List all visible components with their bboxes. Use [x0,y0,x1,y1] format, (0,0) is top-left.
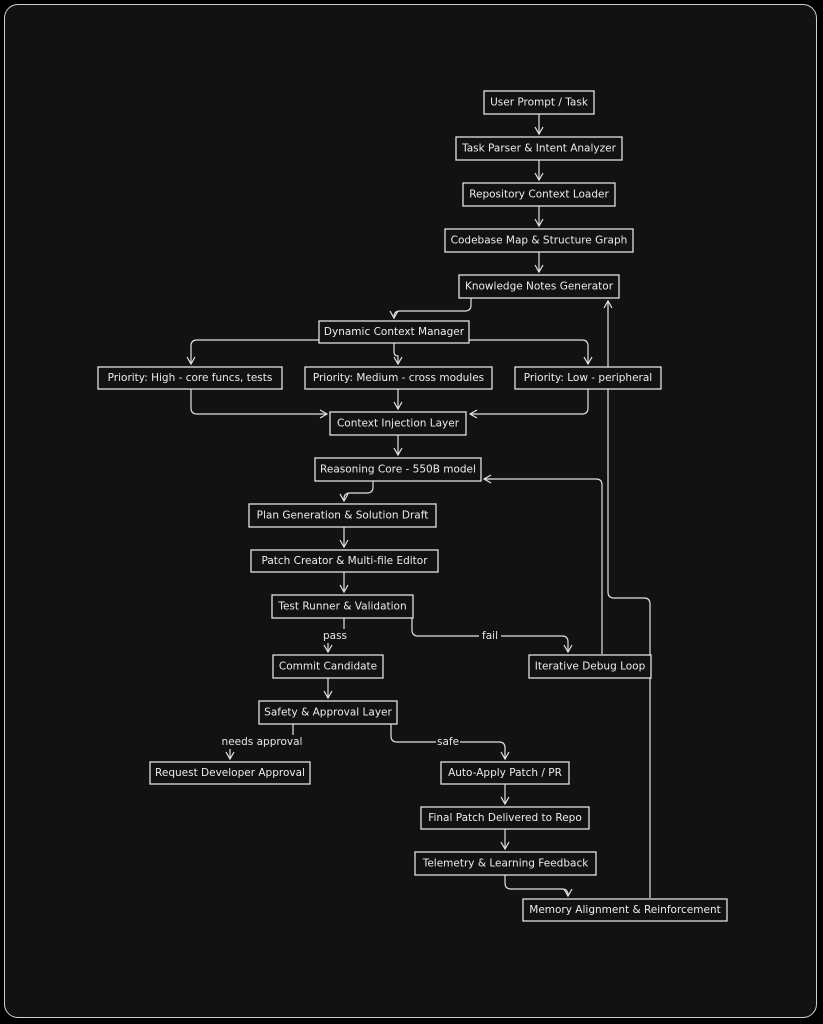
svg-text:Commit Candidate: Commit Candidate [279,661,377,673]
svg-text:Task Parser & Intent Analyzer: Task Parser & Intent Analyzer [461,143,617,155]
svg-text:fail: fail [482,630,498,642]
edge-memory-to-notes [603,299,651,898]
node-telemetry[interactable]: Telemetry & Learning Feedback [414,851,597,876]
svg-text:Priority: Medium - cross modul: Priority: Medium - cross modules [313,372,484,384]
node-safety-approval[interactable]: Safety & Approval Layer [258,700,398,725]
svg-text:Plan Generation & Solution Dra: Plan Generation & Solution Draft [257,510,429,522]
svg-text:pass: pass [323,630,347,642]
edge-label-needs-approval: needs approval [222,735,303,749]
node-task-parser[interactable]: Task Parser & Intent Analyzer [455,136,623,161]
node-patch-creator[interactable]: Patch Creator & Multi-file Editor [250,549,439,573]
svg-text:Dynamic Context Manager: Dynamic Context Manager [324,326,465,338]
nodes: User Prompt / Task Task Parser & Intent … [97,90,728,922]
svg-text:needs approval: needs approval [222,736,303,748]
svg-text:User Prompt / Task: User Prompt / Task [490,97,589,109]
node-memory-alignment[interactable]: Memory Alignment & Reinforcement [522,898,728,922]
edges [186,114,651,898]
svg-text:Safety & Approval Layer: Safety & Approval Layer [264,707,392,719]
svg-text:Repository Context Loader: Repository Context Loader [469,189,609,201]
svg-text:Telemetry & Learning Feedback: Telemetry & Learning Feedback [422,858,590,870]
svg-text:Priority: Low - peripheral: Priority: Low - peripheral [524,372,652,384]
svg-text:Codebase Map & Structure Graph: Codebase Map & Structure Graph [451,235,628,247]
edge-label-safe: safe [436,735,460,749]
node-context-injection[interactable]: Context Injection Layer [329,411,467,436]
svg-text:Request Developer Approval: Request Developer Approval [155,767,305,779]
node-final-patch[interactable]: Final Patch Delivered to Repo [420,806,590,830]
node-codebase-map[interactable]: Codebase Map & Structure Graph [444,228,634,253]
svg-text:Knowledge Notes Generator: Knowledge Notes Generator [465,281,614,293]
svg-text:Memory Alignment & Reinforceme: Memory Alignment & Reinforcement [529,904,720,916]
node-request-approval[interactable]: Request Developer Approval [149,761,311,785]
node-priority-medium[interactable]: Priority: Medium - cross modules [304,366,493,390]
edge-debug-to-reasoning [482,474,603,654]
edge-low-to-injection [468,389,589,419]
node-priority-low[interactable]: Priority: Low - peripheral [514,366,662,390]
node-iterative-debug[interactable]: Iterative Debug Loop [528,654,652,679]
node-test-runner[interactable]: Test Runner & Validation [271,594,414,619]
node-repo-loader[interactable]: Repository Context Loader [462,182,616,207]
edge-label-fail: fail [479,629,501,643]
svg-text:Context Injection Layer: Context Injection Layer [337,418,460,430]
node-reasoning-core[interactable]: Reasoning Core - 550B model [314,457,482,482]
node-priority-high[interactable]: Priority: High - core funcs, tests [97,366,283,390]
edge-notes-to-dynamic [389,298,472,320]
node-commit-candidate[interactable]: Commit Candidate [272,654,384,679]
svg-text:Patch Creator & Multi-file Edi: Patch Creator & Multi-file Editor [261,555,428,567]
edge-dynamic-to-medium [393,343,403,366]
node-knowledge-notes[interactable]: Knowledge Notes Generator [458,274,620,299]
edge-reasoning-to-plan [339,481,374,503]
edge-dynamic-to-high [186,339,319,366]
svg-text:Test Runner & Validation: Test Runner & Validation [277,601,406,613]
svg-text:Auto-Apply Patch / PR: Auto-Apply Patch / PR [448,767,562,779]
edge-telemetry-to-memory [504,875,573,898]
svg-text:Final Patch Delivered to Repo: Final Patch Delivered to Repo [428,812,582,824]
node-user-prompt[interactable]: User Prompt / Task [483,90,595,115]
node-auto-apply[interactable]: Auto-Apply Patch / PR [440,761,570,785]
edge-labels: pass fail needs approval safe [222,629,501,749]
node-dynamic-context[interactable]: Dynamic Context Manager [318,320,470,344]
svg-text:Priority: High - core funcs, t: Priority: High - core funcs, tests [108,372,273,384]
edge-high-to-injection [190,389,329,419]
edge-dynamic-to-low [469,339,593,366]
node-plan-generation[interactable]: Plan Generation & Solution Draft [248,503,437,528]
svg-text:safe: safe [437,736,459,748]
edge-label-pass: pass [322,629,348,643]
svg-text:Iterative Debug Loop: Iterative Debug Loop [535,661,646,673]
svg-text:Reasoning Core - 550B model: Reasoning Core - 550B model [320,464,476,476]
